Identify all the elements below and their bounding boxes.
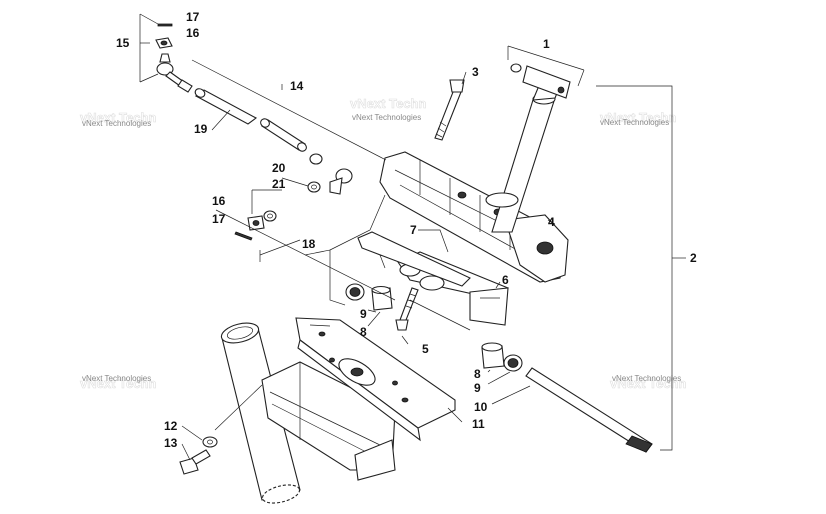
bushing-8-upper (371, 285, 393, 311)
tube-bracket (261, 361, 396, 481)
callout-3: 3 (472, 65, 479, 79)
callout-7: 7 (410, 223, 417, 237)
watermark-shadow: vNext Techn (610, 376, 686, 391)
callout-16-lower: 16 (212, 194, 226, 208)
watermark-2: vNext Technologies (352, 113, 421, 122)
upper-steering-shaft (485, 85, 561, 233)
bushing-8-lower (481, 342, 505, 369)
tie-rod-14 (260, 118, 323, 165)
washer-12 (202, 436, 218, 448)
callout-11: 11 (472, 417, 485, 431)
watermark-6: vNext Technologies (612, 374, 681, 383)
cotter-pin-17-lower (234, 231, 253, 241)
nut-16-lower (247, 215, 265, 231)
watermark-shadow: vNext Techn (80, 376, 156, 391)
callout-9-upper: 9 (360, 307, 367, 321)
seal-9-upper (345, 283, 365, 301)
callout-17-top: 17 (186, 10, 200, 24)
lower-shaft-10 (525, 367, 653, 453)
callout-1: 1 (543, 37, 550, 51)
callout-21: 21 (272, 177, 286, 191)
callout-18: 18 (302, 237, 316, 251)
callout-13: 13 (164, 436, 178, 450)
watermark-3: vNext Technologies (600, 118, 669, 127)
callout-labels: 17 16 15 1 3 14 19 20 21 16 17 4 7 18 2 … (116, 10, 697, 450)
callout-19: 19 (194, 122, 208, 136)
cotter-pin-17-top (157, 23, 173, 27)
frame-tube (220, 322, 301, 504)
watermark-shadow: vNext Techn (80, 110, 156, 125)
arm-7 (357, 231, 471, 287)
watermark-1: vNext Technologies (82, 119, 151, 128)
tie-rod-end-mid (307, 168, 353, 195)
nut-16-top (155, 37, 173, 49)
watermark-shadow: vNext Techn (600, 110, 676, 125)
callout-2: 2 (690, 251, 697, 265)
sleeve-19 (194, 88, 258, 125)
callout-20: 20 (272, 161, 286, 175)
steering-post-housing (379, 151, 569, 283)
bolt-3 (434, 79, 465, 141)
tie-rod-end-15 (156, 53, 193, 93)
callout-9-lower: 9 (474, 381, 481, 395)
callout-4: 4 (548, 215, 555, 229)
clamp-1 (510, 63, 571, 99)
bolt-5 (395, 287, 419, 331)
seal-9-lower (503, 354, 523, 372)
callout-12: 12 (164, 419, 178, 433)
callout-8-upper: 8 (360, 325, 367, 339)
callout-5: 5 (422, 342, 429, 356)
callout-10: 10 (474, 400, 488, 414)
callout-15: 15 (116, 36, 130, 50)
leader-lines (139, 13, 686, 461)
watermark-shadow: vNext Techn (350, 96, 426, 111)
mounting-plate-11 (295, 317, 456, 442)
washer-21-lower (263, 210, 277, 222)
callout-8-lower: 8 (474, 367, 481, 381)
callout-14: 14 (290, 79, 304, 93)
callout-16-top: 16 (186, 26, 200, 40)
callout-17-lower: 17 (212, 212, 226, 226)
watermark-4: vNext Technologies (82, 374, 151, 383)
callout-6: 6 (502, 273, 509, 287)
bolt-13 (179, 449, 211, 475)
